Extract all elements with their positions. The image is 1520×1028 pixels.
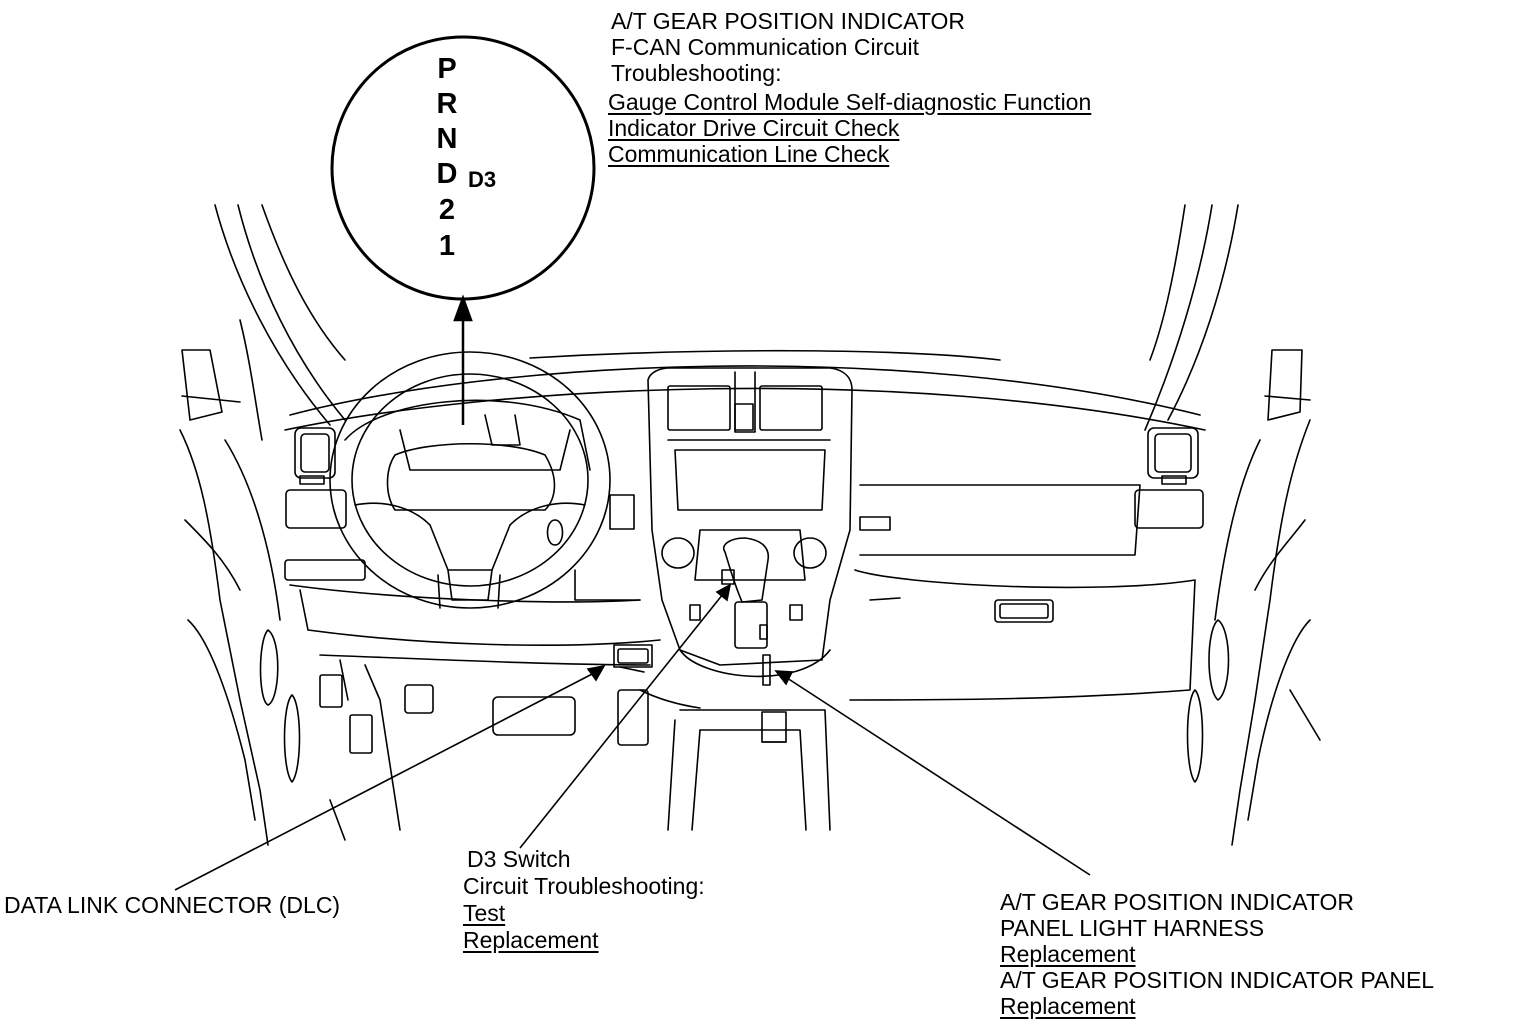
steering-wheel — [329, 351, 611, 609]
center-stack — [647, 367, 853, 666]
link-panel-replacement[interactable]: Replacement — [1000, 993, 1136, 1019]
right-a-pillar — [1144, 204, 1321, 846]
pedals — [319, 659, 701, 841]
indicator-position-r: R — [436, 88, 458, 120]
indicator-position-1: 1 — [438, 230, 456, 262]
d3-switch-details: Circuit Troubleshooting: Test Replacemen… — [463, 873, 705, 954]
link-d3-test[interactable]: Test — [463, 900, 506, 926]
left-a-pillar — [179, 204, 346, 846]
gear-indicator-heading: Troubleshooting: — [611, 60, 782, 86]
panel-light-title-line2: PANEL LIGHT HARNESS — [1000, 915, 1265, 941]
dlc-connector — [613, 644, 653, 673]
gear-indicator-title: A/T GEAR POSITION INDICATOR — [611, 8, 965, 34]
link-gauge-self-diagnostic[interactable]: Gauge Control Module Self-diagnostic Fun… — [608, 89, 1092, 115]
d3-switch-title: D3 Switch — [467, 846, 571, 872]
cluster-hood — [344, 399, 591, 471]
gear-indicator-links: Gauge Control Module Self-diagnostic Fun… — [608, 89, 1091, 167]
gear-indicator-subtitle: F-CAN Communication Circuit — [611, 34, 920, 60]
indicator-position-p: P — [437, 53, 457, 85]
left-lower-dash — [284, 494, 661, 666]
indicator-d3-label: D3 — [468, 167, 497, 192]
panel-light-callout: A/T GEAR POSITION INDICATOR PANEL LIGHT … — [1000, 889, 1434, 1019]
indicator-arrow — [453, 294, 473, 425]
leader-lines — [174, 583, 1091, 891]
indicator-position-2: 2 — [438, 194, 456, 226]
panel-title: A/T GEAR POSITION INDICATOR PANEL — [1000, 967, 1435, 993]
link-indicator-drive-circuit[interactable]: Indicator Drive Circuit Check — [608, 115, 900, 141]
link-communication-line[interactable]: Communication Line Check — [608, 141, 890, 167]
center-console — [667, 649, 831, 831]
panel-light-title-line1: A/T GEAR POSITION INDICATOR — [1000, 889, 1354, 915]
left-vent — [285, 427, 347, 529]
right-vent — [1134, 427, 1204, 529]
dlc-callout: DATA LINK CONNECTOR (DLC) — [4, 892, 340, 918]
shift-lever — [689, 537, 803, 649]
link-d3-replacement[interactable]: Replacement — [463, 927, 599, 953]
dash-top — [284, 349, 1206, 431]
d3-switch-callout: D3 Switch — [467, 846, 571, 873]
d3-switch-heading: Circuit Troubleshooting: — [463, 873, 705, 899]
indicator-position-d: D — [436, 158, 458, 190]
link-panel-light-harness-replacement[interactable]: Replacement — [1000, 941, 1136, 967]
dlc-title: DATA LINK CONNECTOR (DLC) — [4, 892, 341, 918]
glove-box — [849, 484, 1196, 701]
gear-indicator-callout: A/T GEAR POSITION INDICATOR F-CAN Commun… — [611, 8, 965, 86]
indicator-position-n: N — [436, 123, 458, 155]
